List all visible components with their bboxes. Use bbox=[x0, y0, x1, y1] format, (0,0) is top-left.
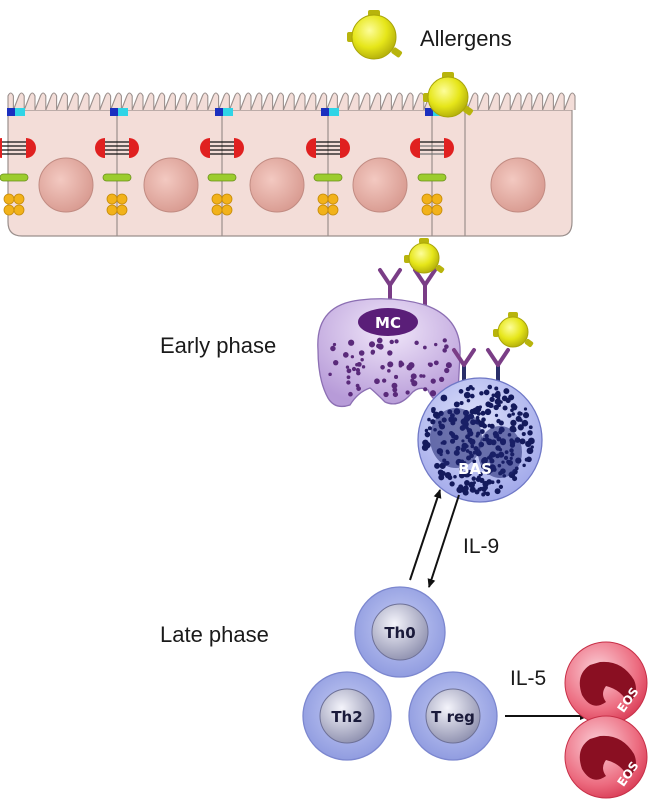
ige-antibody-icon bbox=[452, 348, 510, 367]
treg-label: T reg bbox=[431, 708, 475, 726]
allergen-particle-icon bbox=[423, 72, 474, 118]
th0-cell: Th0 bbox=[354, 586, 446, 678]
allergen-particle-icon bbox=[347, 10, 403, 60]
treg-cell: T reg bbox=[408, 671, 498, 761]
mast-cell-granules bbox=[328, 337, 452, 398]
th2-label: Th2 bbox=[331, 708, 362, 726]
cell-borders bbox=[116, 110, 466, 236]
basophil-label: BAS bbox=[458, 460, 492, 478]
mast-cell: MC bbox=[317, 238, 461, 408]
late-phase-label: Late phase bbox=[160, 622, 269, 647]
basophil-granules bbox=[421, 384, 535, 497]
mast-cell-label: MC bbox=[375, 314, 401, 332]
nuclei bbox=[38, 157, 546, 213]
il5-label: IL-5 bbox=[510, 667, 546, 690]
epithelium bbox=[0, 72, 576, 237]
allergens-label: Allergens bbox=[420, 26, 512, 51]
eosinophil-bottom: EOS bbox=[564, 715, 648, 799]
allergen-particle-icon bbox=[404, 238, 445, 274]
th0-to-basophil-arrow bbox=[409, 489, 442, 581]
allergen-legend-icon bbox=[347, 10, 403, 60]
microvilli bbox=[7, 92, 576, 111]
basophil-to-th0-arrow bbox=[427, 494, 460, 588]
allergen-particle-icon bbox=[493, 312, 534, 348]
il9-label: IL-9 bbox=[463, 535, 499, 558]
th0-label: Th0 bbox=[384, 624, 415, 642]
eosinophil-top: EOS bbox=[564, 641, 648, 725]
cell-junctions bbox=[0, 108, 454, 216]
th2-cell: Th2 bbox=[302, 671, 392, 761]
basophil: BAS bbox=[417, 312, 543, 503]
bidirectional-arrows bbox=[409, 489, 460, 588]
early-phase-label: Early phase bbox=[160, 333, 276, 358]
